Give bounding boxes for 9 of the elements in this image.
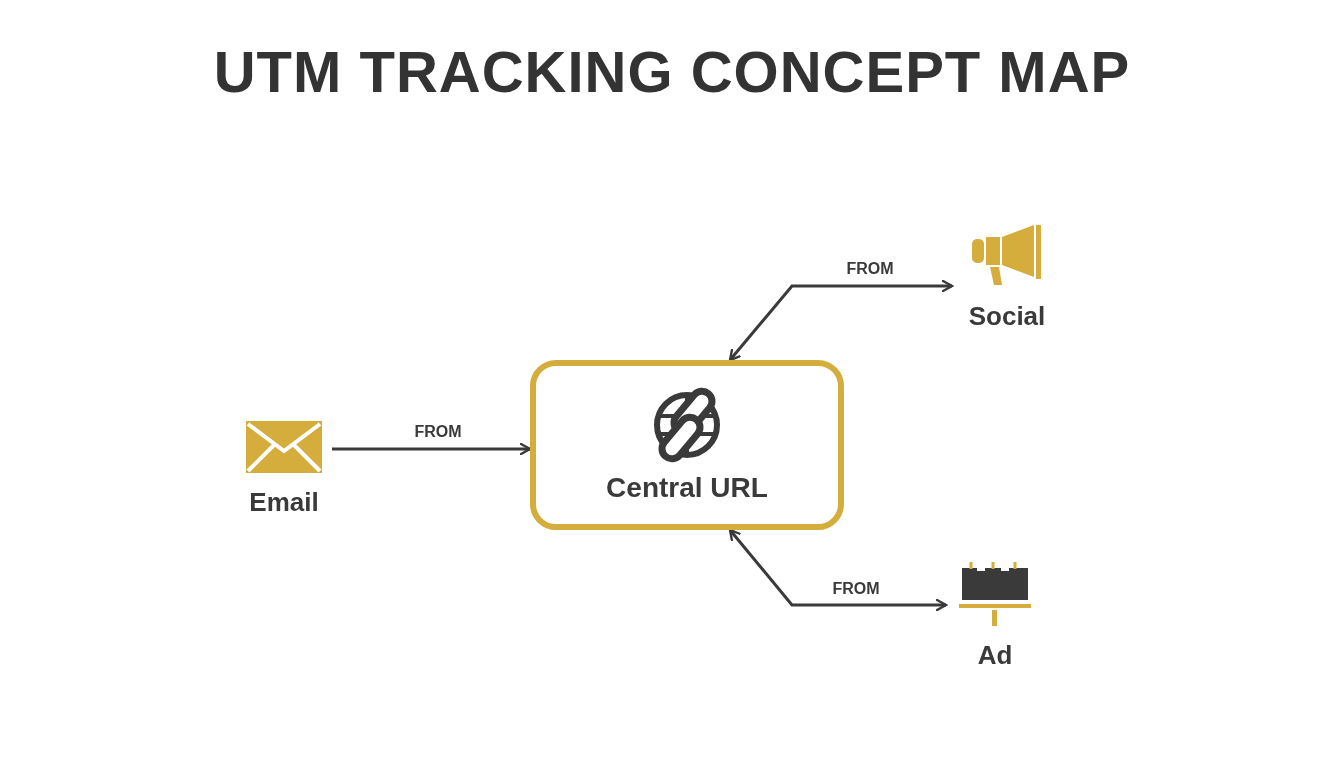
node-label: Social [968,300,1046,332]
arrow [332,442,532,456]
arrow [728,279,954,362]
title: UTM TRACKING CONCEPT MAP [212,38,1132,105]
node-label: Ad [977,639,1013,671]
node-label: Central URL [606,472,768,504]
url-box [530,360,844,530]
node-label: Email [249,486,319,518]
arrow [728,528,948,612]
